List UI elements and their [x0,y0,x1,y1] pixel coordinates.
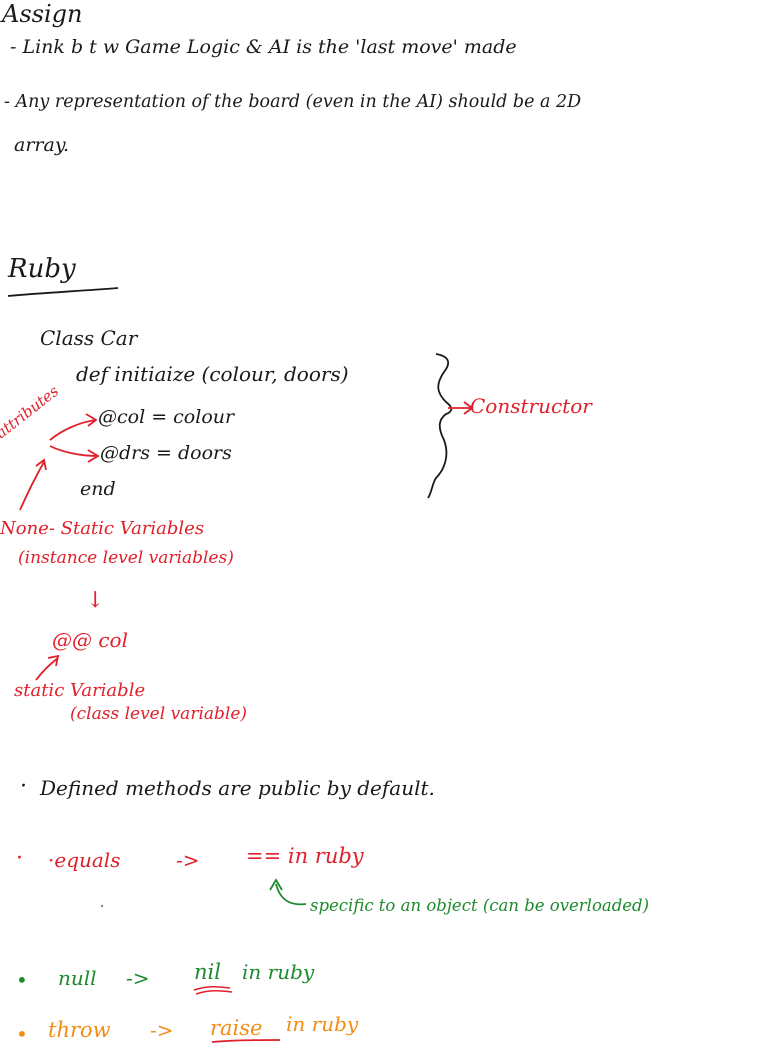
null-in-ruby: in ruby [242,960,315,984]
public-bullet: · [20,774,27,799]
static-variable-code: @@ col [52,628,128,652]
throw-raise: raise [210,1016,263,1040]
equals-arrow: -> [176,848,200,872]
raise-underline [211,1039,281,1043]
equals-bullet: · [16,846,23,871]
static-variable-label-line2: (class level variable) [70,704,248,724]
null-keyword: null [58,966,97,990]
attribute-arrow-col [49,413,98,441]
nil-underline [193,985,233,995]
throw-arrow: -> [150,1018,174,1042]
non-static-label-line1: None- Static Variables [0,518,205,539]
null-nil: nil [194,960,221,984]
equals-overload-note: specific to an object (can be overloaded… [310,896,650,915]
attribute-arrow-drs [49,445,100,463]
public-methods-note: Defined methods are public by default. [40,776,435,800]
attributes-label: attributes [0,381,63,443]
ruby-heading: Ruby [8,254,76,284]
down-arrow-glyph: ↓ [86,588,105,613]
null-bullet: • [16,968,28,992]
equals-hook-arrow [269,878,307,906]
assign-bullet-board-line1: - Any representation of the board (even … [4,92,582,112]
constructor-label: Constructor [470,394,592,418]
stray-dot [100,904,104,908]
assign-heading: Assign [2,0,83,28]
static-variable-label-line1: static Variable [14,680,146,701]
throw-in-ruby: in ruby [286,1012,359,1036]
assign-bullet-last-move: - Link b t w Game Logic & AI is the 'las… [10,36,517,58]
static-variable-arrow [35,654,60,681]
code-end-line: end [80,478,116,500]
assign-bullet-board-line2: array. [14,134,70,156]
code-drs-line: @drs = doors [100,442,232,464]
constructor-arrow [448,401,474,415]
code-col-line: @col = colour [98,406,235,428]
equals-keyword: ·equals [48,848,121,872]
ruby-underline [7,287,119,297]
code-def-line: def initiaize (colour, doors) [76,362,349,386]
throw-bullet: • [16,1022,28,1046]
code-class-line: Class Car [40,326,138,350]
non-static-label-line2: (instance level variables) [18,548,234,568]
null-arrow: -> [126,966,150,990]
non-static-arrow [19,458,47,511]
throw-keyword: throw [48,1018,111,1042]
equals-ruby-equivalent: == in ruby [246,844,364,868]
constructor-brace [427,353,453,499]
